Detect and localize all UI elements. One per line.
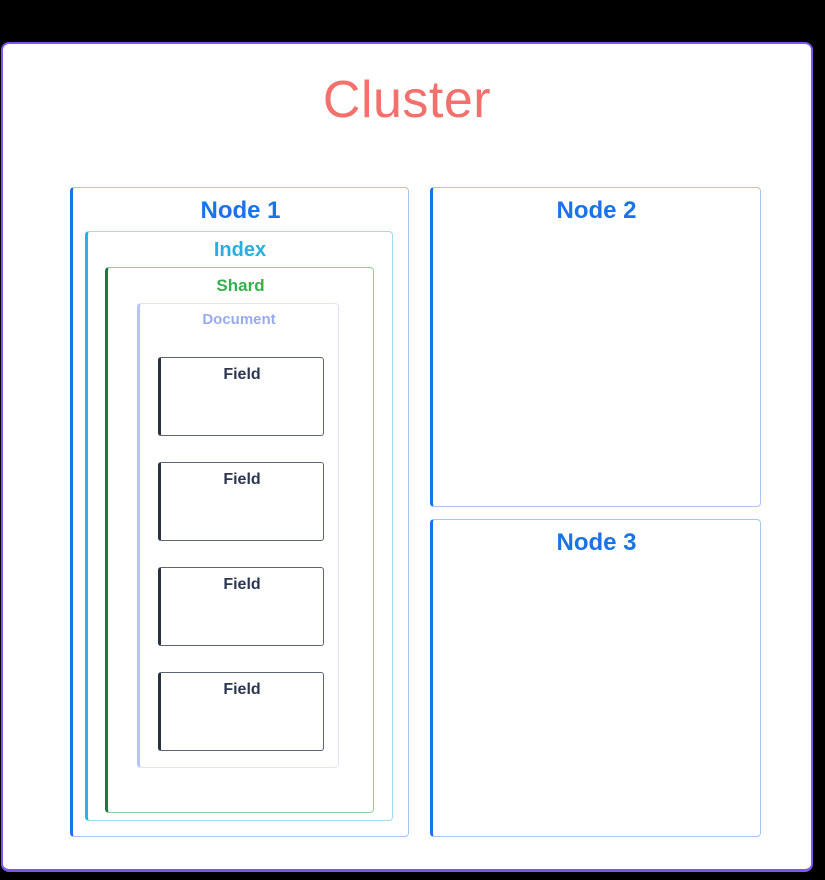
index-label: Index <box>213 239 267 261</box>
field-label: Field <box>223 471 261 488</box>
field-box: Field <box>158 462 324 541</box>
shard-box: Shard Document Field Field Field <box>105 267 374 813</box>
field-box: Field <box>158 357 324 436</box>
document-label: Document <box>202 311 276 328</box>
field-box: Field <box>158 672 324 751</box>
node-3-label: Node 3 <box>556 529 637 556</box>
shard-label: Shard <box>216 276 265 295</box>
field-label: Field <box>223 681 261 698</box>
document-box: Document Field Field Field Field <box>137 303 339 768</box>
node-2-label: Node 2 <box>556 197 637 224</box>
field-box: Field <box>158 567 324 646</box>
node-3-box: Node 3 <box>430 519 761 837</box>
field-label: Field <box>223 576 261 593</box>
node-1-label: Node 1 <box>200 197 281 224</box>
node-1-box: Node 1 Index Shard Document Field Field <box>70 187 409 837</box>
cluster-box: Cluster Node 1 Index Shard Document Fiel… <box>1 42 813 872</box>
cluster-title: Cluster <box>322 71 492 129</box>
index-box: Index Shard Document Field Field Field <box>85 231 393 821</box>
field-label: Field <box>223 366 261 383</box>
node-2-box: Node 2 <box>430 187 761 507</box>
